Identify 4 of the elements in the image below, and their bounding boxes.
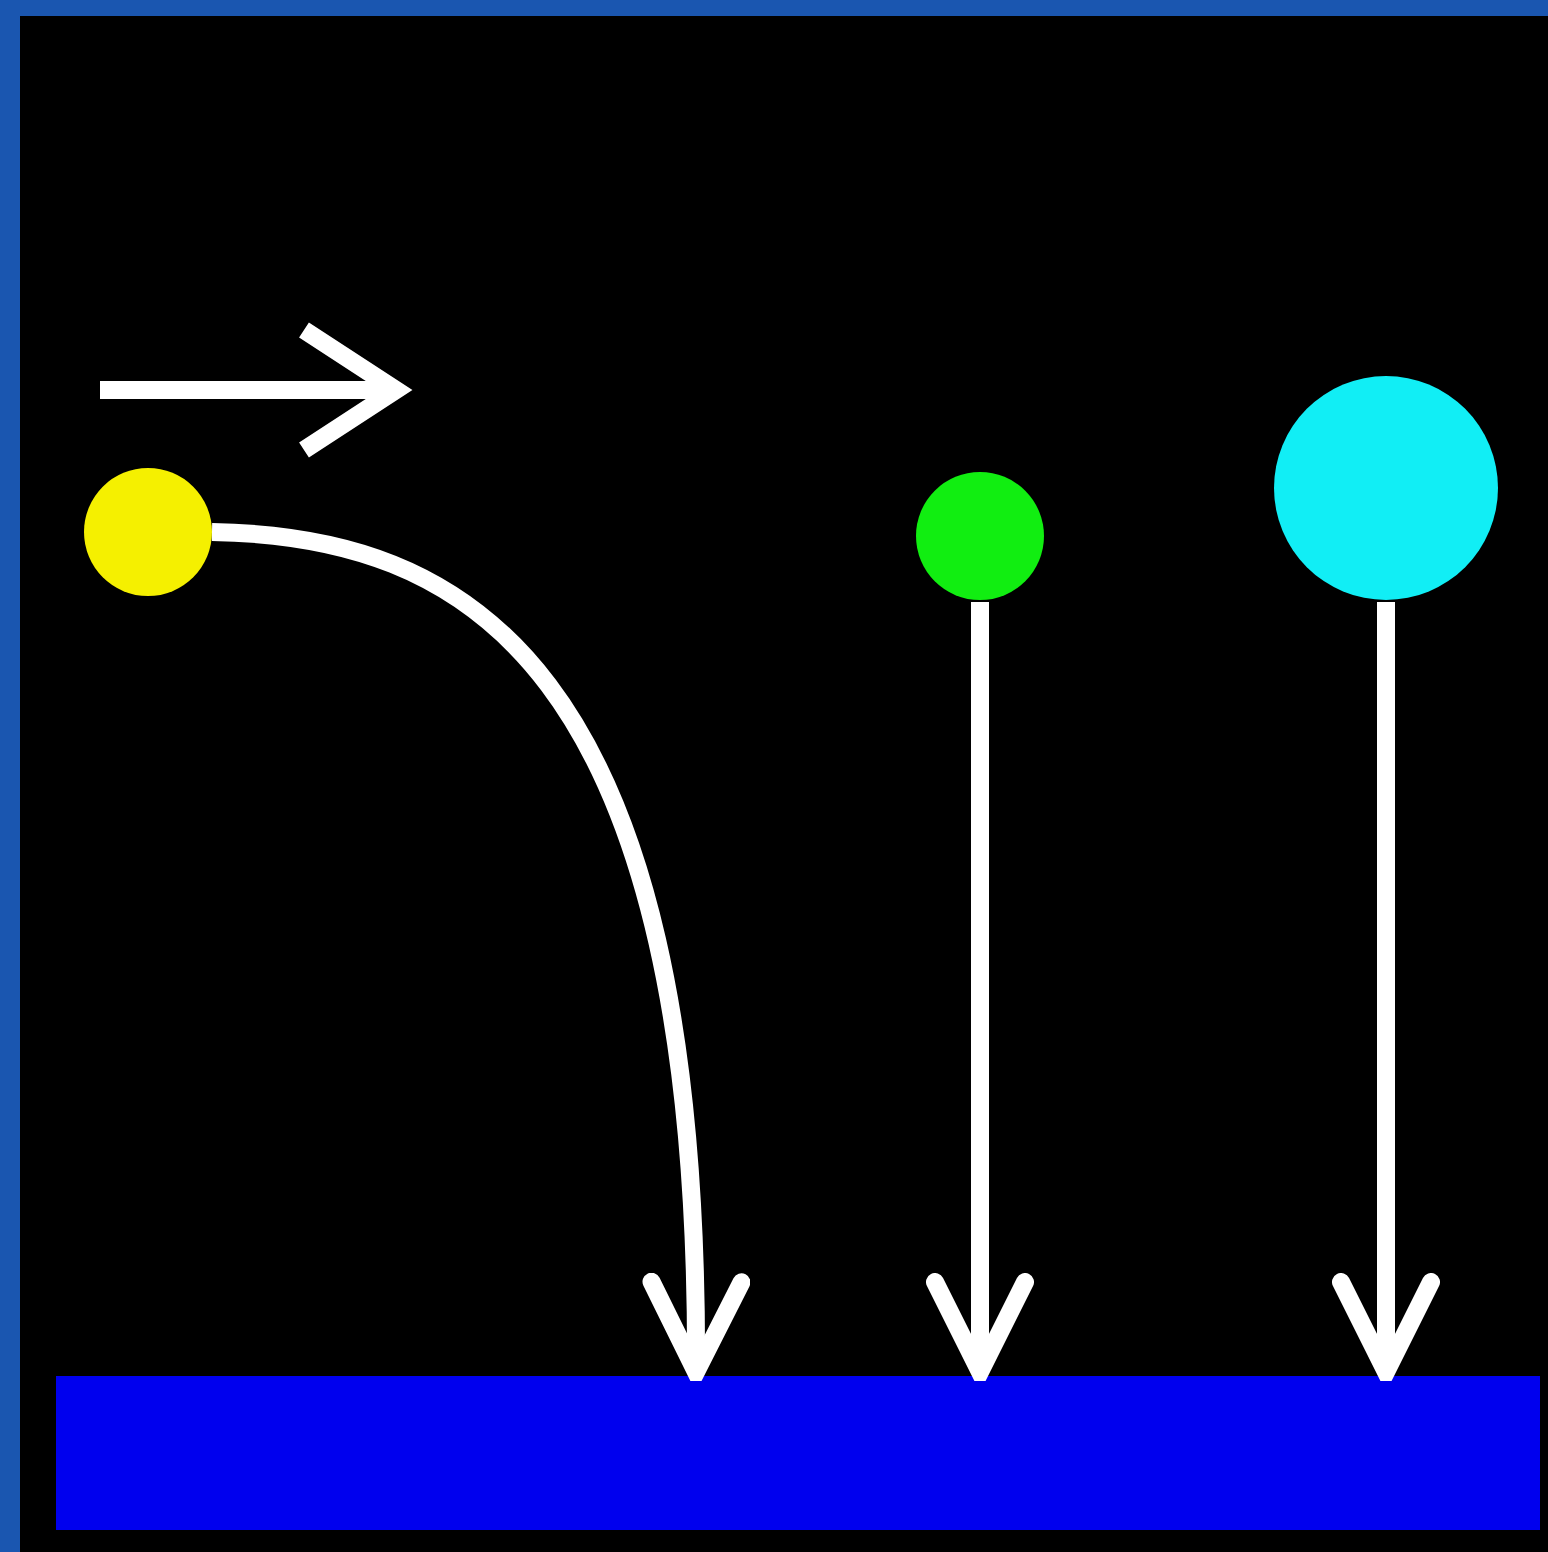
arrow [211,523,748,1381]
arrow [926,602,1034,1381]
ground-bar [56,1376,1540,1530]
arrow [1332,602,1440,1381]
